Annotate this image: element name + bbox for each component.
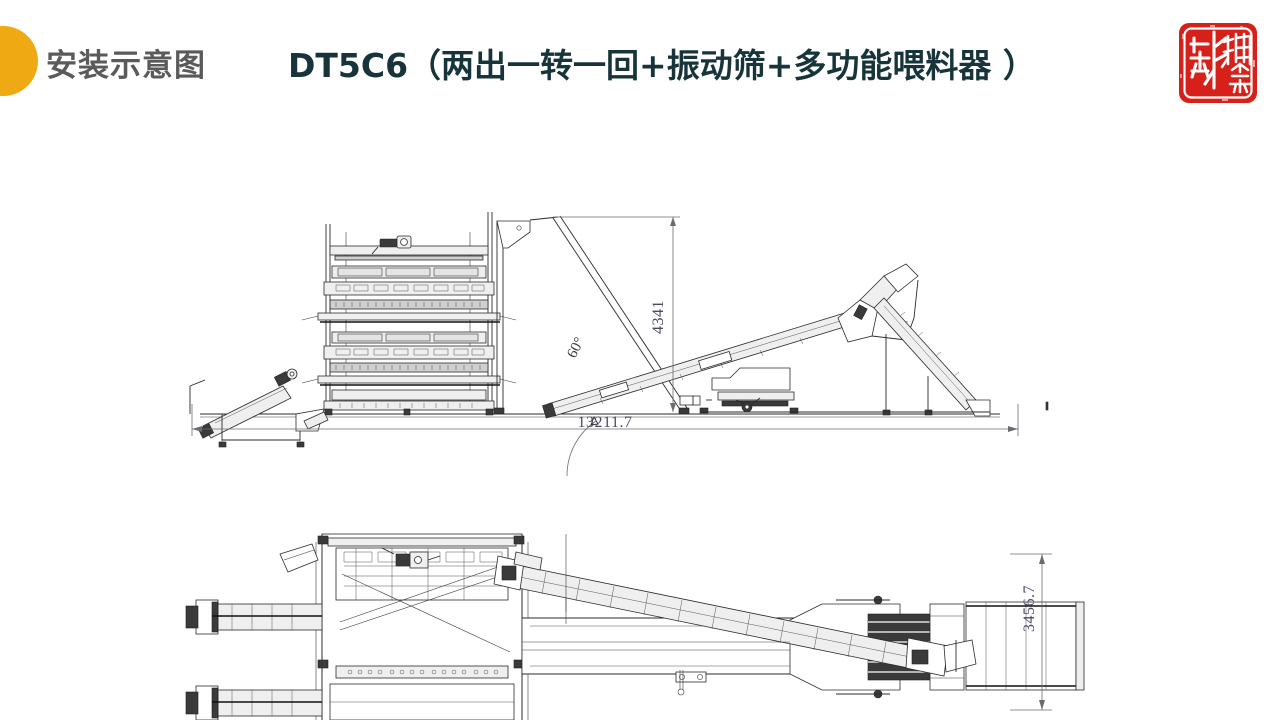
left-inclined-conveyor [189,368,305,448]
plan-conveyor-head [905,637,977,677]
page-title: DT5C6（两出一转一回+振动筛+多功能喂料器 ） [288,46,1036,85]
cage-tier-3 [323,389,495,411]
company-seal [1170,14,1266,114]
vibrating-screen-assembly [679,367,799,414]
right-inclined-conveyor [700,297,991,417]
cage-side-chute [295,408,329,432]
seal-char-gai [1220,32,1252,69]
dimension-overall-width: 3456.7 [1010,553,1052,711]
plan-left-conveyor-lower [185,685,323,720]
plan-left-conveyor-upper [185,599,323,635]
cage-tier-1 [301,265,517,321]
seal-characters [1189,30,1252,94]
plan-cage-body [315,533,529,720]
seal-char-xin [1189,30,1229,90]
elevator-gantry: 60° [493,215,690,477]
seal-ink-texture [1180,25,1255,101]
dimension-height-label: 4341 [650,300,667,334]
plan-side-hopper [279,543,319,573]
cage-feet [324,408,494,416]
svg-text:60°: 60° [564,335,588,361]
seal-char-nian [1228,62,1252,94]
multifunction-feeder-head [837,263,919,343]
slide-header: 安装示意图 DT5C6（两出一转一回+振动筛+多功能喂料器 ） [0,44,1140,106]
plan-view: 3456.7 [185,533,1085,720]
plan-right-platform [965,601,1085,691]
dimension-overall-height: 4341 [553,216,680,412]
cage-tier-2 [301,331,517,384]
dimension-length-label: 13211.7 [578,414,633,431]
plan-conveyor-tail [493,551,543,591]
cage-stack [301,212,517,416]
top-drive-motor [371,235,412,255]
plan-center-drive [381,547,441,569]
plan-elevating-conveyor [493,551,977,677]
slide-section-label: 安装示意图 [46,48,206,84]
dimension-width-label: 3456.7 [1021,585,1038,632]
dimension-overall-length: 13211.7 [191,404,1019,436]
technical-drawing: 60° [0,104,1280,720]
plan-corner-brackets [317,535,525,669]
elevation-view: 60° [189,212,1049,477]
seal-inner-border [1183,27,1253,99]
